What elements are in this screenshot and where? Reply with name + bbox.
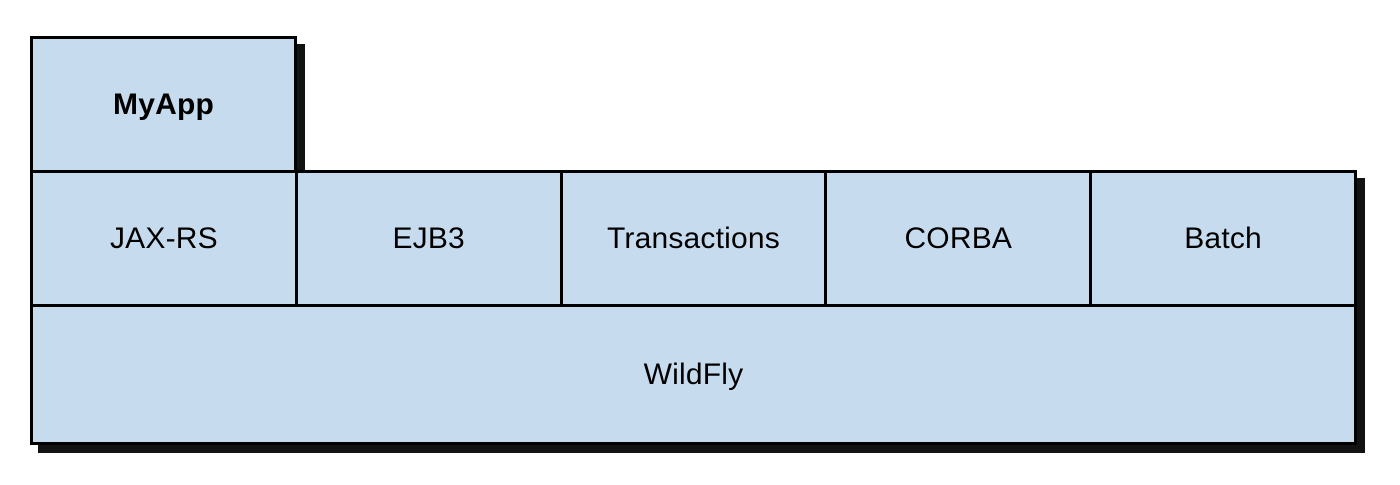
platform-label: WildFly <box>643 357 744 391</box>
subsystem-label: CORBA <box>904 221 1013 255</box>
subsystem-box-corba: CORBA <box>824 173 1089 304</box>
subsystem-box-jaxrs: JAX-RS <box>33 173 295 304</box>
subsystem-box-transactions: Transactions <box>559 173 825 304</box>
subsystem-box-ejb3: EJB3 <box>294 173 560 304</box>
subsystem-label: Batch <box>1184 221 1262 255</box>
subsystem-box-batch: Batch <box>1089 173 1354 304</box>
myapp-label: MyApp <box>113 87 214 121</box>
myapp-box: MyApp <box>30 36 297 173</box>
subsystem-row: JAX-RS EJB3 Transactions CORBA Batch <box>30 170 1357 307</box>
subsystem-label: EJB3 <box>392 221 465 255</box>
subsystem-label: Transactions <box>606 221 780 255</box>
platform-box: WildFly <box>30 304 1357 445</box>
subsystem-label: JAX-RS <box>109 221 218 255</box>
